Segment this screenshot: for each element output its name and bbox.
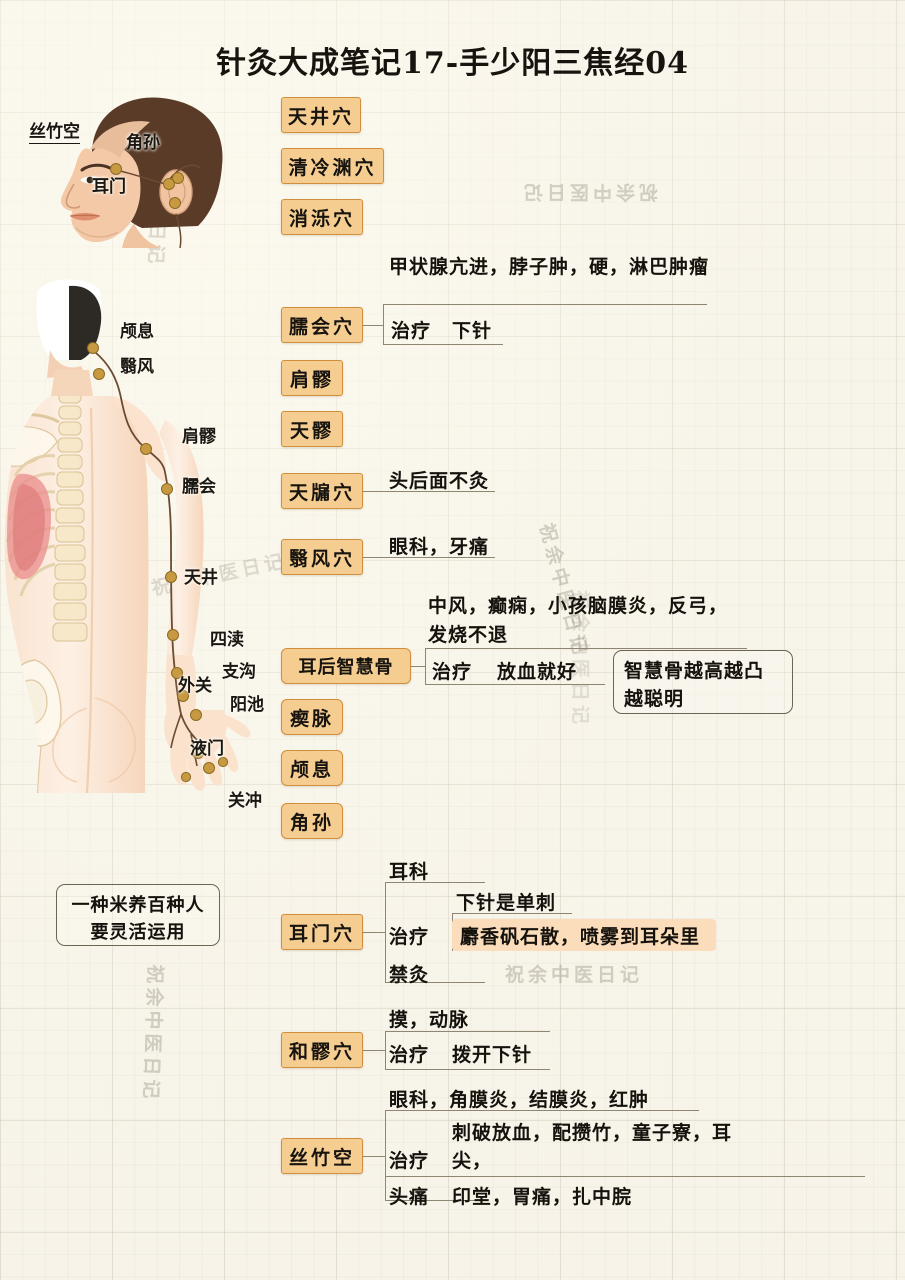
back-body-illustration <box>4 279 251 794</box>
yifeng-connector <box>363 557 385 558</box>
page-title: 针灸大成笔记17-手少阳三焦经04 <box>216 46 689 81</box>
label-jiaosun: 角孙 <box>126 133 160 153</box>
node-erhou-zhihuigu[interactable]: 耳后智慧骨 <box>281 648 411 684</box>
node-naohuixue[interactable]: 臑会穴 <box>281 307 363 343</box>
label-yemen: 液门 <box>190 739 224 759</box>
watermark-top: 祝余中医日记 <box>520 181 659 203</box>
tianyou-note: 头后面不灸 <box>389 470 490 492</box>
yifeng-rule <box>385 557 495 558</box>
naohui-treat-value: 下针 <box>452 320 493 342</box>
zhihuigu-treat-label: 治疗 <box>432 661 473 683</box>
naohui-bottom-rule <box>383 344 503 345</box>
ermen-treat-note: 下针是单刺 <box>456 892 557 914</box>
watermark-lower-center: 祝余中医日记 <box>505 964 644 986</box>
label-ermen: 耳门 <box>92 177 126 197</box>
node-tianyouxue[interactable]: 天牖穴 <box>281 473 363 509</box>
label-guanchong: 关冲 <box>228 791 262 811</box>
ermen-treat-highlight: 麝香矾石散，喷雾到耳朵里 <box>452 919 716 951</box>
naohui-top-rule <box>383 304 707 305</box>
naohui-symptoms: 甲状腺亢进，脖子肿，硬，淋巴肿瘤 <box>389 256 710 278</box>
node-lvxi[interactable]: 颅息 <box>281 750 343 786</box>
ermen-branch3: 禁灸 <box>389 964 430 986</box>
head-profile-illustration <box>60 97 223 248</box>
node-jiaosun[interactable]: 角孙 <box>281 803 343 839</box>
label-tianjing: 天井 <box>184 568 218 588</box>
heliao-connector <box>363 1050 385 1051</box>
naohui-treat-label: 治疗 <box>391 320 432 342</box>
node-xiaoluoxue[interactable]: 消泺穴 <box>281 199 363 235</box>
sizhukong-bracket <box>385 1110 386 1200</box>
label-yifeng: 翳风 <box>120 357 154 377</box>
sizhukong-treat-value: 刺破放血，配攒竹，童子寮，耳尖， <box>452 1122 733 1172</box>
label-sizhukong: 丝竹空 <box>29 117 80 144</box>
sizhukong-symptoms: 眼科，角膜炎，结膜炎，红肿 <box>389 1089 650 1111</box>
heliao-treat-value: 拨开下针 <box>452 1044 533 1066</box>
ermen-branch1: 耳科 <box>389 861 430 883</box>
label-zhigou: 支沟 <box>222 662 256 682</box>
watermark-lower-left: 祝余中医日记 <box>139 964 167 1103</box>
label-yangchi: 阳池 <box>230 695 264 715</box>
left-note-line2: 要灵活运用 <box>90 922 186 943</box>
label-naohui: 臑会 <box>182 477 216 497</box>
zhihuigu-treat-value: 放血就好 <box>497 661 578 683</box>
sizhukong-headache-value: 印堂，胃痛，扎中脘 <box>452 1186 633 1208</box>
heliao-treat-label: 治疗 <box>389 1044 430 1066</box>
heliao-note: 摸，动脉 <box>389 1009 470 1031</box>
zhihuigu-connector <box>411 666 425 667</box>
node-sizhukong[interactable]: 丝竹空 <box>281 1138 363 1174</box>
node-ermenxue[interactable]: 耳门穴 <box>281 914 363 950</box>
heliao-bottom-rule <box>385 1069 550 1070</box>
zhihuigu-bracket <box>425 648 426 684</box>
zhihuigu-callout: 智慧骨越高越凸越聪明 <box>613 650 793 714</box>
sizhukong-headache-label: 头痛 <box>389 1186 430 1208</box>
node-tianjingxue[interactable]: 天井穴 <box>281 97 361 133</box>
ermen-treat-label: 治疗 <box>389 926 430 948</box>
ermen-connector <box>363 932 385 933</box>
left-note-box: 一种米养百种人 要灵活运用 <box>56 884 220 946</box>
node-tianliao[interactable]: 天髎 <box>281 411 343 447</box>
heliao-top-rule <box>385 1031 550 1032</box>
label-lvxi: 颅息 <box>120 322 154 342</box>
zhihuigu-symptoms: 中风，癫痫，小孩脑膜炎，反弓，发烧不退 <box>428 595 729 646</box>
naohui-bracket <box>383 304 384 344</box>
sizhukong-mid-rule <box>385 1176 865 1177</box>
ermen-treat-rule <box>452 913 572 914</box>
naohui-connector <box>363 325 383 326</box>
node-chimai[interactable]: 瘈脉 <box>281 699 343 735</box>
node-yifengxue[interactable]: 翳风穴 <box>281 539 363 575</box>
sizhukong-connector <box>363 1156 385 1157</box>
label-sidu: 四渎 <box>210 630 244 650</box>
yifeng-note: 眼科，牙痛 <box>389 536 490 558</box>
label-waiguan: 外关 <box>178 676 212 696</box>
zhihuigu-bottom-rule <box>425 684 605 685</box>
left-note-line1: 一种米养百种人 <box>71 895 205 916</box>
sizhukong-bottom-rule <box>385 1200 485 1201</box>
heliao-bracket <box>385 1031 386 1069</box>
label-jianliao: 肩髎 <box>182 427 216 447</box>
ermen-bracket <box>385 882 386 982</box>
sizhukong-top-rule <box>385 1110 699 1111</box>
node-qinglengyuanxue[interactable]: 清冷渊穴 <box>281 148 384 184</box>
node-jianliao[interactable]: 肩髎 <box>281 360 343 396</box>
ermen-branch3-rule <box>385 982 485 983</box>
tianyou-rule <box>385 491 495 492</box>
zhihuigu-top-rule <box>425 648 747 649</box>
sizhukong-treat-label: 治疗 <box>389 1150 430 1172</box>
ermen-branch1-rule <box>385 882 485 883</box>
node-heliaoxue[interactable]: 和髎穴 <box>281 1032 363 1068</box>
tianyou-connector <box>363 491 385 492</box>
